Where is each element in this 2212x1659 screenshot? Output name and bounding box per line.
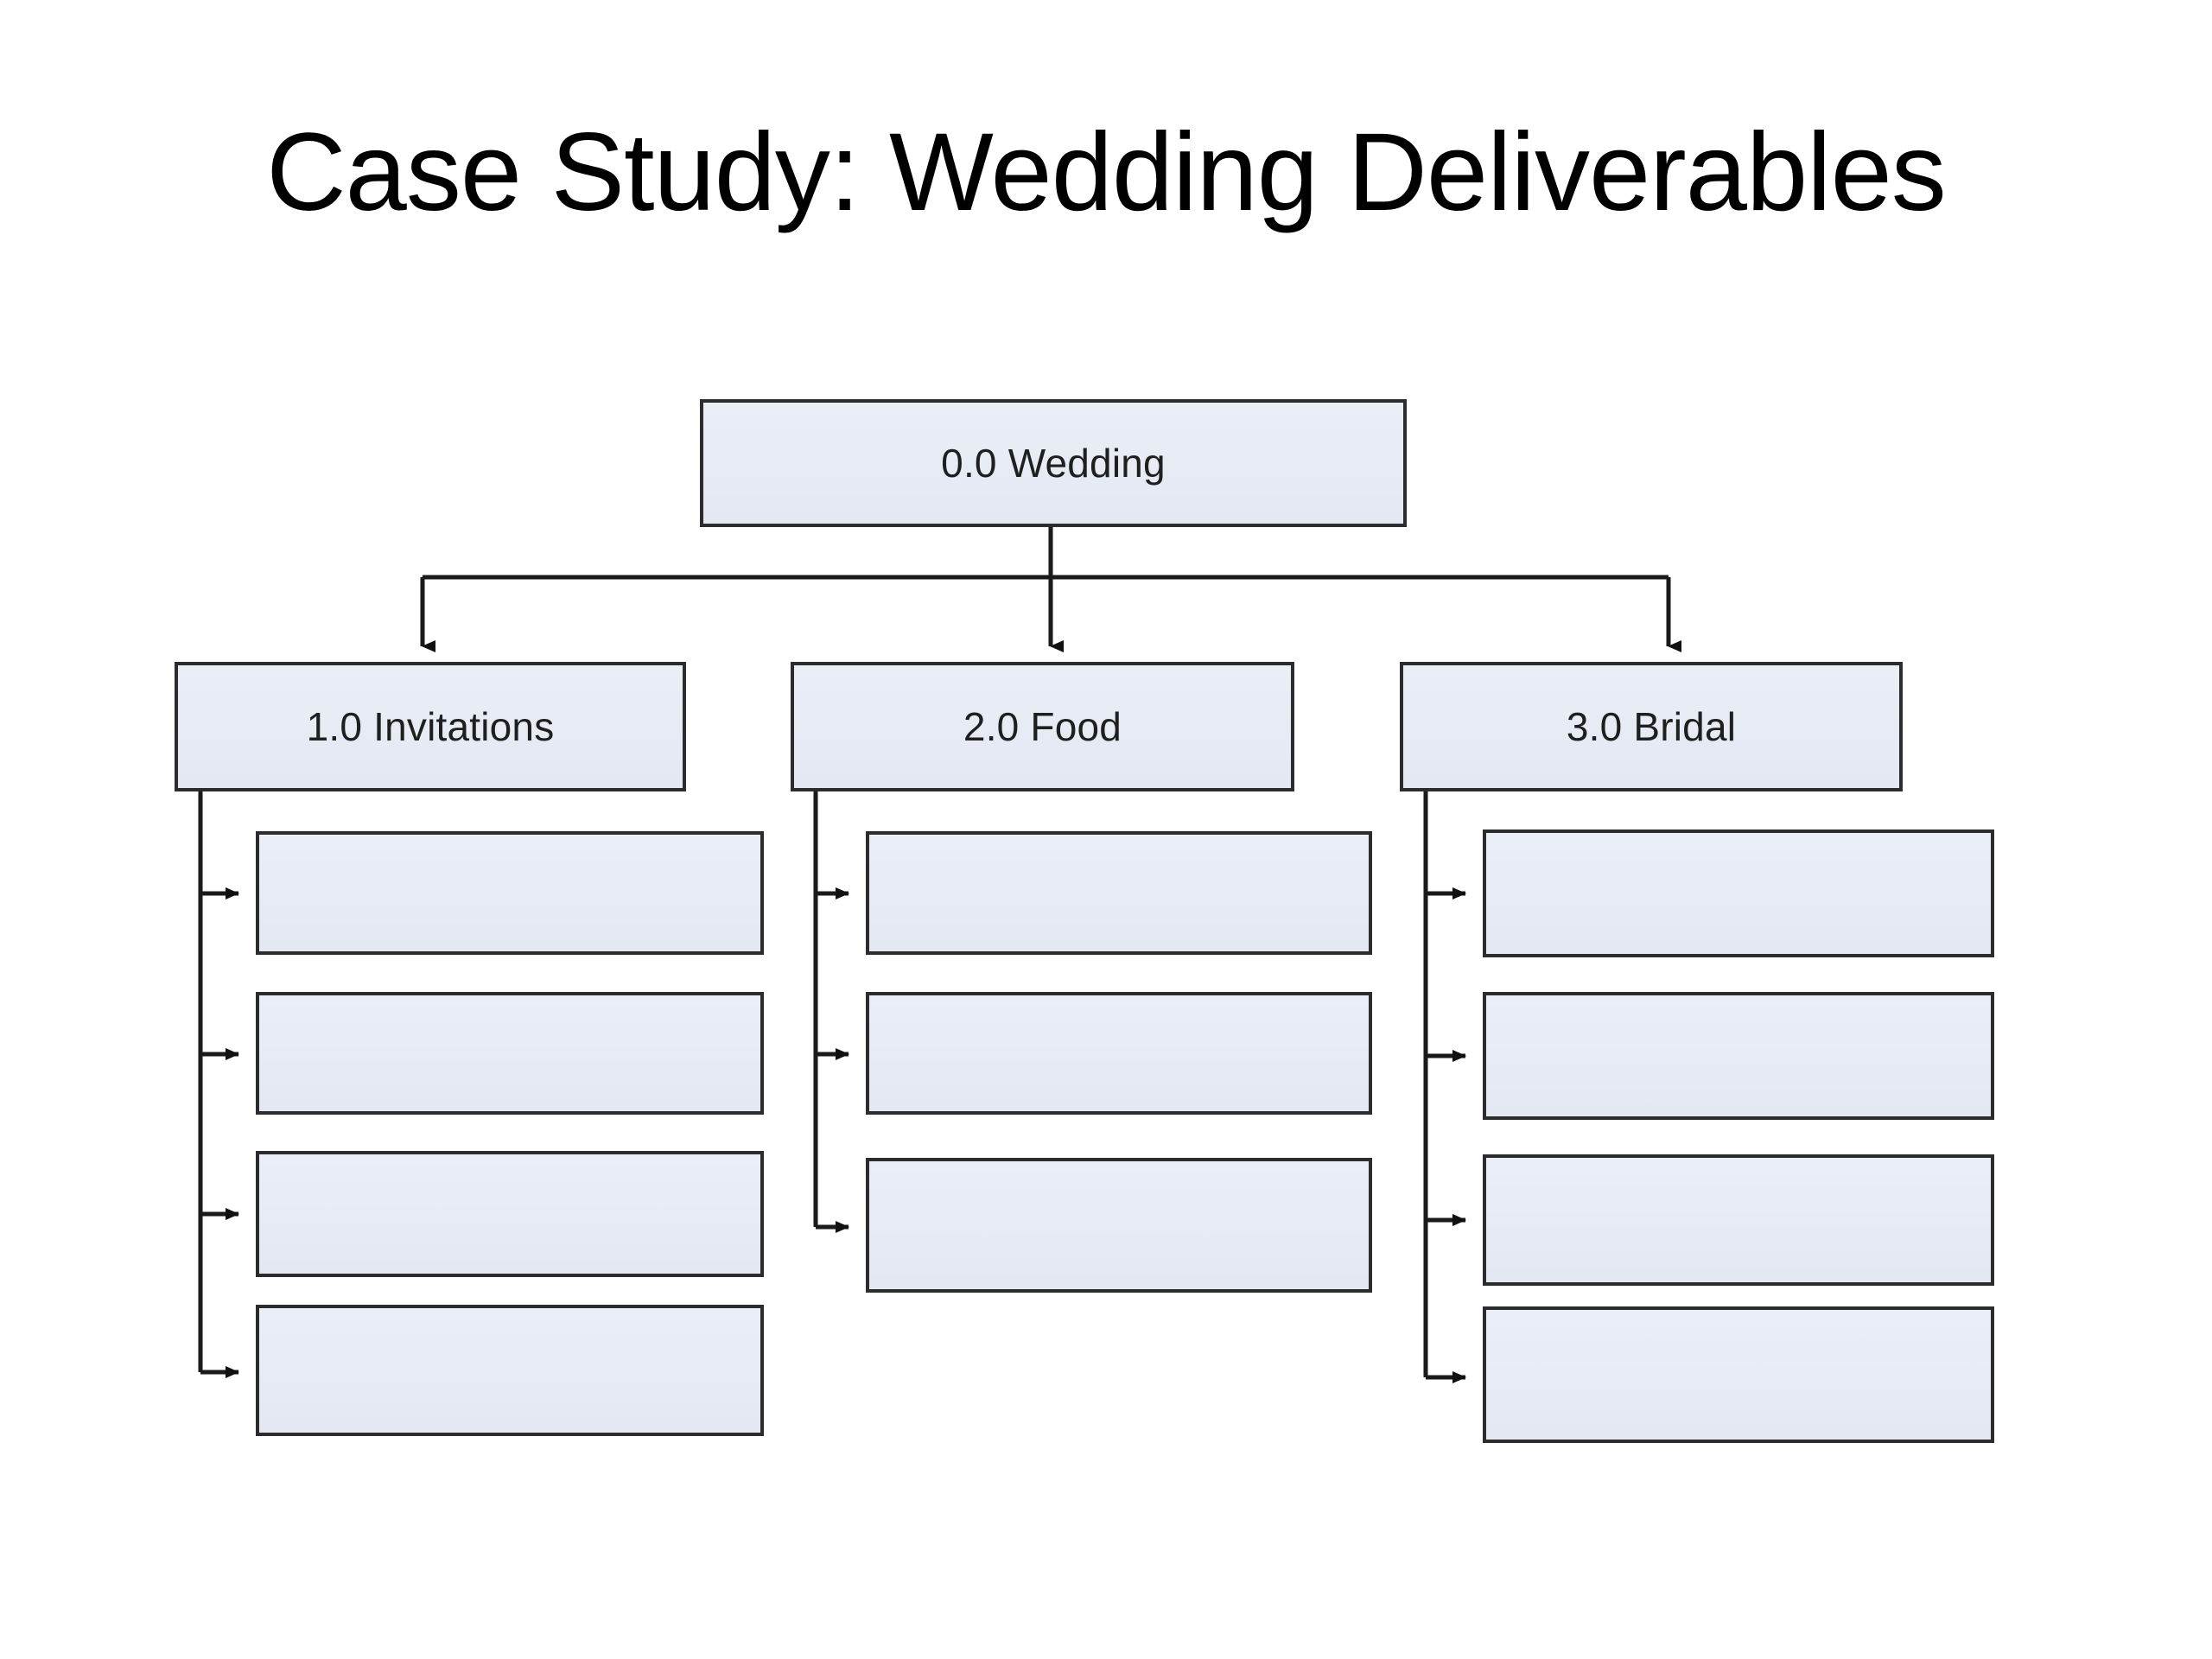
wbs-node-bridal-label: 3.0 Bridal (1566, 704, 1737, 749)
wbs-node-bridal-child-1[interactable] (1483, 830, 1994, 957)
wbs-node-bridal-child-2[interactable] (1483, 992, 1994, 1120)
wbs-node-invitations-child-2[interactable] (256, 992, 764, 1115)
wbs-node-invitations[interactable]: 1.0 Invitations (175, 662, 686, 791)
wbs-node-root-label: 0.0 Wedding (941, 441, 1166, 486)
wbs-node-root[interactable]: 0.0 Wedding (700, 399, 1407, 527)
wbs-node-food-child-2[interactable] (866, 992, 1372, 1115)
wbs-node-invitations-label: 1.0 Invitations (306, 704, 555, 749)
wbs-node-food[interactable]: 2.0 Food (791, 662, 1294, 791)
wbs-node-bridal[interactable]: 3.0 Bridal (1400, 662, 1903, 791)
wbs-node-bridal-child-4[interactable] (1483, 1306, 1994, 1443)
wbs-node-bridal-child-3[interactable] (1483, 1154, 1994, 1286)
wbs-node-invitations-child-3[interactable] (256, 1151, 764, 1277)
page-title: Case Study: Wedding Deliverables (266, 111, 1947, 234)
wbs-node-food-child-1[interactable] (866, 831, 1372, 955)
wbs-node-food-child-3[interactable] (866, 1158, 1372, 1293)
wbs-node-food-label: 2.0 Food (963, 704, 1122, 749)
wbs-node-invitations-child-4[interactable] (256, 1305, 764, 1436)
wbs-node-invitations-child-1[interactable] (256, 831, 764, 955)
